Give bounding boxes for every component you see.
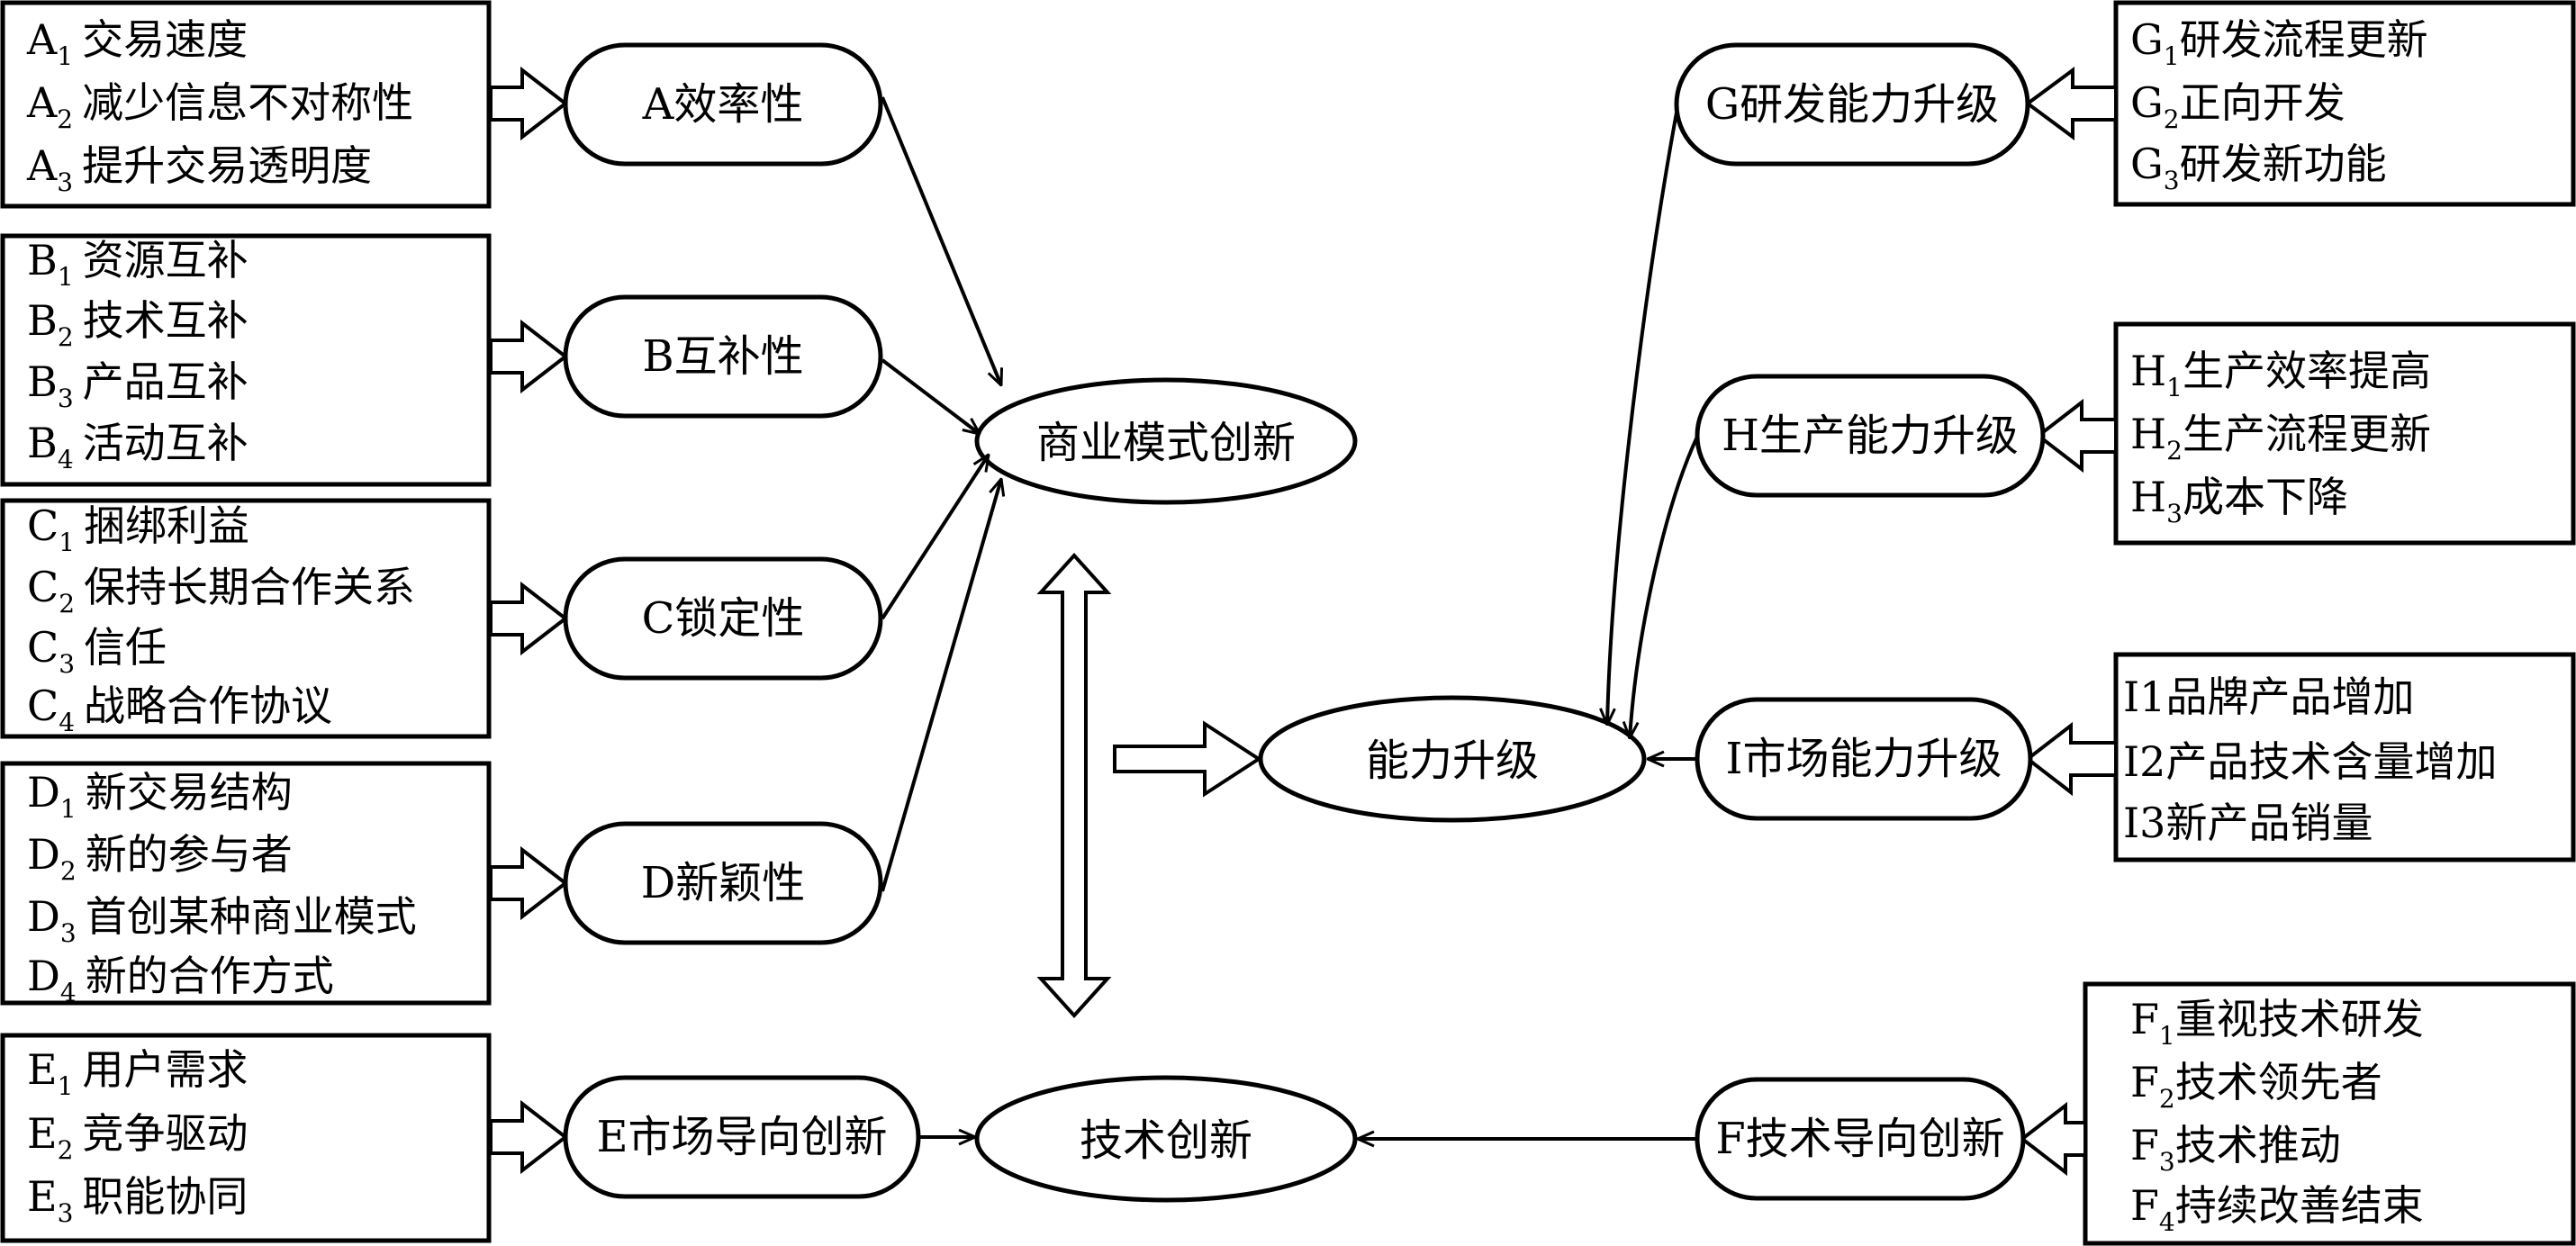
node-g-label: G研发能力升级 — [1705, 79, 1999, 130]
technology-label: 技术创新 — [1080, 1115, 1252, 1166]
group-e-box — [0, 1033, 492, 1243]
group-g-item-3: G3研发新功能 — [2130, 140, 2387, 195]
node-c-label: C锁定性 — [642, 593, 805, 644]
group-h-box — [2113, 321, 2576, 546]
group-i-box — [2113, 652, 2576, 862]
group-h: H1生产效率提高 H2生产流程更新 H3成本下降 H生产能力升级 — [1695, 321, 2576, 546]
node-a-efficiency — [563, 42, 883, 167]
ellipse-technology-innovation — [974, 1075, 1358, 1203]
group-f-item-4: F4持续改善结束 — [2130, 1181, 2424, 1237]
node-f-tech-oriented — [1695, 1077, 2026, 1201]
node-h-label: H生产能力升级 — [1722, 411, 2019, 461]
group-f: F1重视技术研发 F2技术领先者 F3技术推动 F4持续改善结束 F技术导向创新 — [1695, 981, 2576, 1246]
group-a-block-arrow — [489, 66, 569, 141]
group-e-block-arrow — [489, 1099, 569, 1175]
group-i-block-arrow — [2024, 721, 2118, 797]
group-g: G1研发流程更新 G2正向开发 G3研发新功能 G研发能力升级 — [1674, 0, 2576, 207]
group-g-block-arrow — [2024, 67, 2118, 140]
node-c-lock-in — [563, 556, 883, 681]
group-f-item-2: F2技术领先者 — [2130, 1058, 2382, 1114]
node-e-label: E市场导向创新 — [596, 1112, 887, 1162]
node-b-complementarity — [563, 294, 883, 419]
block-arrow-to-capability — [1113, 720, 1262, 798]
group-b-block-arrow — [489, 319, 569, 394]
capability-label: 能力升级 — [1366, 736, 1539, 786]
arrow-d-to-business-model — [881, 479, 1001, 892]
arrow-a-to-business-model — [881, 96, 1001, 385]
arrow-g-to-capability — [1607, 112, 1678, 725]
group-f-item-3: F3技术推动 — [2130, 1121, 2341, 1177]
group-b-box — [0, 233, 492, 487]
node-a-label: A效率性 — [642, 79, 804, 130]
group-h-block-arrow — [2035, 398, 2118, 474]
group-i-item-1: I1品牌产品增加 — [2123, 673, 2414, 721]
group-f-block-arrow — [2019, 1101, 2087, 1177]
group-i: I1品牌产品增加 I2产品技术含量增加 I3新产品销量 I市场能力升级 — [1695, 652, 2576, 862]
group-g-item-2: G2正向开发 — [2130, 78, 2346, 134]
group-d-box — [0, 761, 492, 1006]
arrow-b-to-business-model — [881, 358, 980, 434]
business-model-label: 商业模式创新 — [1036, 418, 1296, 468]
group-i-item-3: I3新产品销量 — [2123, 799, 2373, 847]
node-f-label: F技术导向创新 — [1715, 1114, 2004, 1164]
group-h-item-2: H2生产流程更新 — [2130, 410, 2431, 465]
group-h-item-1: H1生产效率提高 — [2130, 347, 2431, 402]
node-g-rd-capability — [1674, 42, 2030, 167]
group-f-box — [2083, 981, 2576, 1246]
group-g-item-1: G1研发流程更新 — [2130, 15, 2428, 71]
group-a-box — [0, 0, 492, 209]
double-arrow-business-technology — [1036, 553, 1112, 1018]
group-g-box — [2113, 0, 2576, 207]
ellipse-business-model-innovation — [974, 377, 1358, 505]
arrow-h-to-capability — [1630, 436, 1699, 738]
group-f-item-1: F1重视技术研发 — [2130, 995, 2424, 1051]
arrow-c-to-business-model — [881, 455, 989, 620]
group-i-item-2: I2产品技术含量增加 — [2123, 737, 2497, 786]
node-d-novelty — [563, 821, 883, 945]
node-h-production-capability — [1695, 374, 2046, 498]
node-d-label: D新颖性 — [641, 858, 806, 908]
group-d-block-arrow — [489, 845, 569, 921]
node-b-label: B互补性 — [642, 331, 803, 382]
group-h-item-3: H3成本下降 — [2130, 473, 2348, 528]
group-c-block-arrow — [489, 581, 569, 656]
node-i-label: I市场能力升级 — [1726, 734, 2002, 784]
